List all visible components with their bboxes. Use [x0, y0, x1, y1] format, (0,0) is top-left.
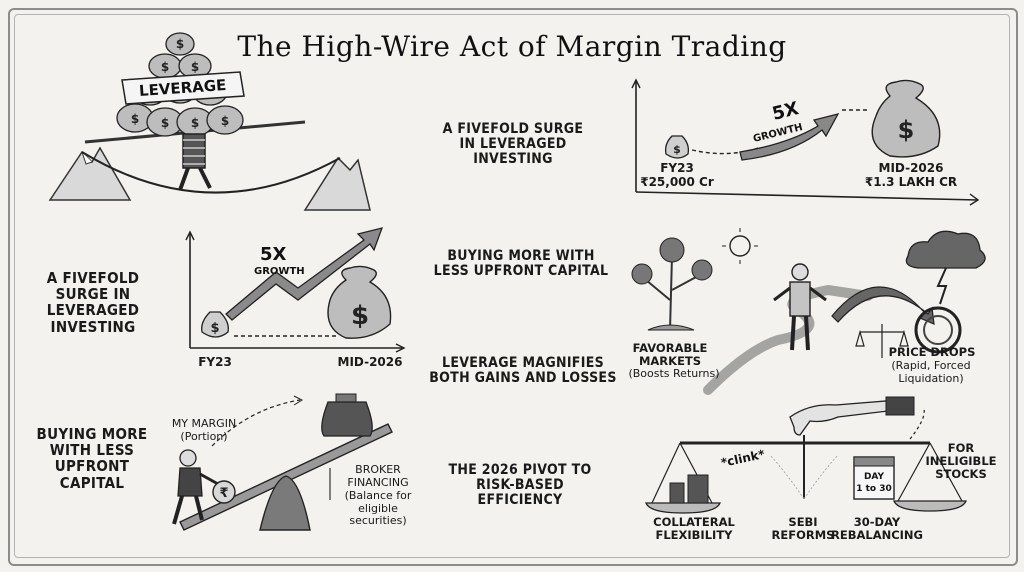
seesaw-fulcrum: [259, 475, 311, 531]
growth-big-label: 5X: [770, 98, 801, 125]
my-margin-sub: (Portion): [180, 430, 228, 443]
favorable-sub: (Boosts Returns): [628, 367, 720, 380]
outer-frame: [8, 8, 1018, 566]
mid-left-growth-chart: $ $ 5X GROWTH: [185, 227, 406, 353]
ml-end-label: MID-2026: [337, 355, 403, 369]
center-caption-buying: BUYING MORE WITH LESS UPFRONT CAPITAL: [433, 248, 609, 280]
calendar-icon: [853, 456, 895, 500]
svg-text:$: $: [221, 114, 229, 128]
favorable-title: FAVORABLE MARKETS: [632, 341, 708, 369]
tightrope-illustration: $$$$ $$$ LEVERAGE: [48, 32, 371, 211]
sun-icon: [722, 228, 758, 264]
svg-text:$: $: [351, 301, 369, 331]
tr-start-value: ₹25,000 Cr: [640, 175, 714, 189]
inner-frame: [14, 14, 1010, 558]
svg-text:$: $: [161, 116, 169, 130]
rose-plant: [631, 237, 713, 331]
my-margin-title: MY MARGIN: [171, 417, 237, 430]
svg-text:$: $: [898, 116, 915, 144]
left-caption-surge: A FIVEFOLD SURGE IN LEVERAGED INVESTING: [46, 269, 140, 336]
ineligible-label: FOR INELIGIBLE STOCKS: [925, 441, 997, 482]
price-drops-title: PRICE DROPS: [888, 345, 976, 359]
small-money-bag-icon: $: [664, 135, 690, 159]
broker-sub: (Balance for eligible securities): [344, 489, 412, 528]
page-title: The High-Wire Act of Margin Trading: [237, 30, 787, 63]
rebalancing-label: 30-DAY REBALANCING: [830, 515, 923, 543]
center-caption-magnifies: LEVERAGE MAGNIFIES BOTH GAINS AND LOSSES: [429, 355, 617, 387]
weight-block: [321, 393, 373, 437]
calendar-line2: 1 to 30: [856, 484, 892, 494]
center-caption-pivot: THE 2026 PIVOT TO RISK-BASED EFFICIENCY: [448, 462, 592, 509]
rupee-coin-icon: ₹: [212, 480, 236, 504]
zigzag-growth-arrow: [225, 227, 384, 321]
downturn-arrow: [831, 286, 935, 325]
clink-label: *clink*: [720, 447, 767, 470]
center-caption-surge: A FIVEFOLD SURGE IN LEVERAGED INVESTING: [442, 121, 584, 168]
thorn-ring: [914, 306, 962, 354]
broker-title: BROKER FINANCING: [347, 463, 409, 489]
weights-icon: [669, 474, 709, 504]
seesaw-illustration: ₹: [172, 393, 393, 531]
growth-big-label: 5X: [260, 244, 287, 265]
hand-icon: [789, 396, 915, 436]
scales-illustration: *clink* DAY 1 to 30: [645, 396, 967, 514]
leverage-banner: [121, 71, 245, 105]
large-money-bag-icon: $: [871, 79, 941, 158]
tightrope: [81, 151, 341, 194]
growth-small-label: GROWTH: [254, 266, 305, 277]
large-money-bag-icon: $: [327, 265, 392, 339]
growth-arrow: [739, 113, 840, 161]
ml-start-label: FY23: [198, 355, 232, 369]
svg-text:$: $: [161, 60, 169, 74]
small-scale-icon: [855, 324, 909, 358]
svg-text:$: $: [191, 116, 199, 130]
top-right-growth-chart: $ $ 5X GROWTH: [631, 78, 980, 206]
price-drops-sub: (Rapid, Forced Liquidation): [891, 359, 971, 385]
small-money-bag-icon: $: [201, 311, 229, 338]
calendar-line1: DAY: [864, 472, 885, 482]
sebi-label: SEBI REFORMS: [771, 515, 835, 543]
standing-man-figure: [773, 263, 827, 351]
svg-text:₹: ₹: [219, 486, 228, 501]
person-pushing-figure: [172, 449, 219, 525]
svg-text:$: $: [673, 143, 681, 156]
left-caption-buying: BUYING MORE WITH LESS UPFRONT CAPITAL: [36, 425, 148, 492]
svg-text:$: $: [191, 60, 199, 74]
collateral-label: COLLATERAL FLEXIBILITY: [653, 515, 735, 543]
svg-text:$: $: [176, 37, 184, 51]
walker-figure: [178, 133, 212, 191]
left-mountain: [48, 146, 132, 201]
tr-end-value: ₹1.3 LAKH CR: [864, 175, 958, 189]
svg-text:$: $: [131, 112, 139, 126]
right-mountain: [303, 156, 371, 211]
tr-end-label: MID-2026: [878, 161, 944, 175]
tr-start-label: FY23: [660, 161, 694, 175]
market-path-illustration: [631, 228, 986, 395]
storm-cloud-icon: [905, 230, 986, 305]
svg-text:$: $: [210, 321, 219, 336]
